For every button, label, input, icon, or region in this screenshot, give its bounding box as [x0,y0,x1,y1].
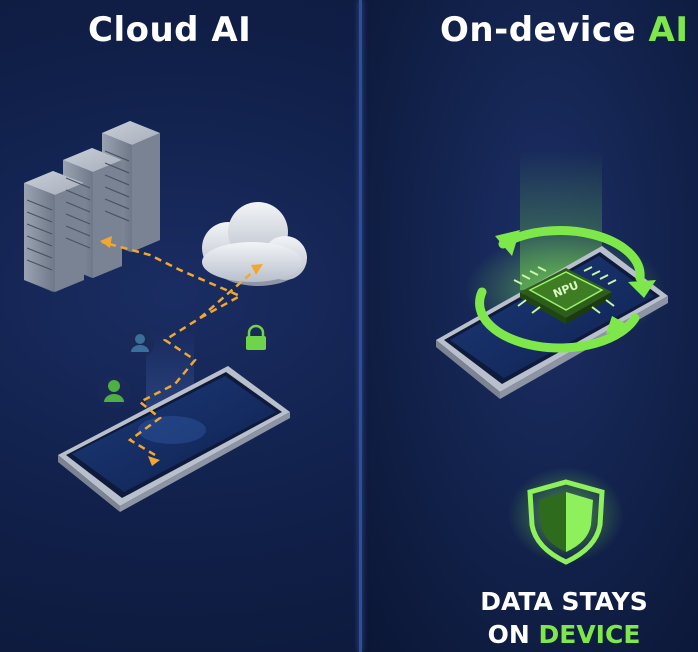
caption-on: ON [487,620,530,649]
cloud-ai-title: Cloud AI [88,10,252,50]
lock-icon [240,322,272,354]
sync-arrows-icon [475,226,645,353]
sync-arrow-heads [495,230,656,334]
caption-line-2: ON DEVICE [462,618,666,651]
server-rack-icon [24,121,160,292]
arrow-heads [100,236,263,466]
on-device-title-main: On-device [440,10,637,50]
caption-line-1: DATA STAYS [480,587,648,616]
panel-divider [359,0,362,652]
cloud-icon [202,202,307,286]
caption-device: DEVICE [538,620,641,649]
user-icon [98,376,130,408]
phone-icon [58,366,290,512]
on-device-ai-title: On-device AI [440,10,688,50]
user-icon [126,330,154,358]
shield-icon [527,479,605,565]
data-stays-caption: DATA STAYS ON DEVICE [462,585,666,651]
on-device-title-accent: AI [648,10,689,50]
data-flow-arrows [101,240,256,457]
npu-chip-icon: NPU [513,266,617,324]
